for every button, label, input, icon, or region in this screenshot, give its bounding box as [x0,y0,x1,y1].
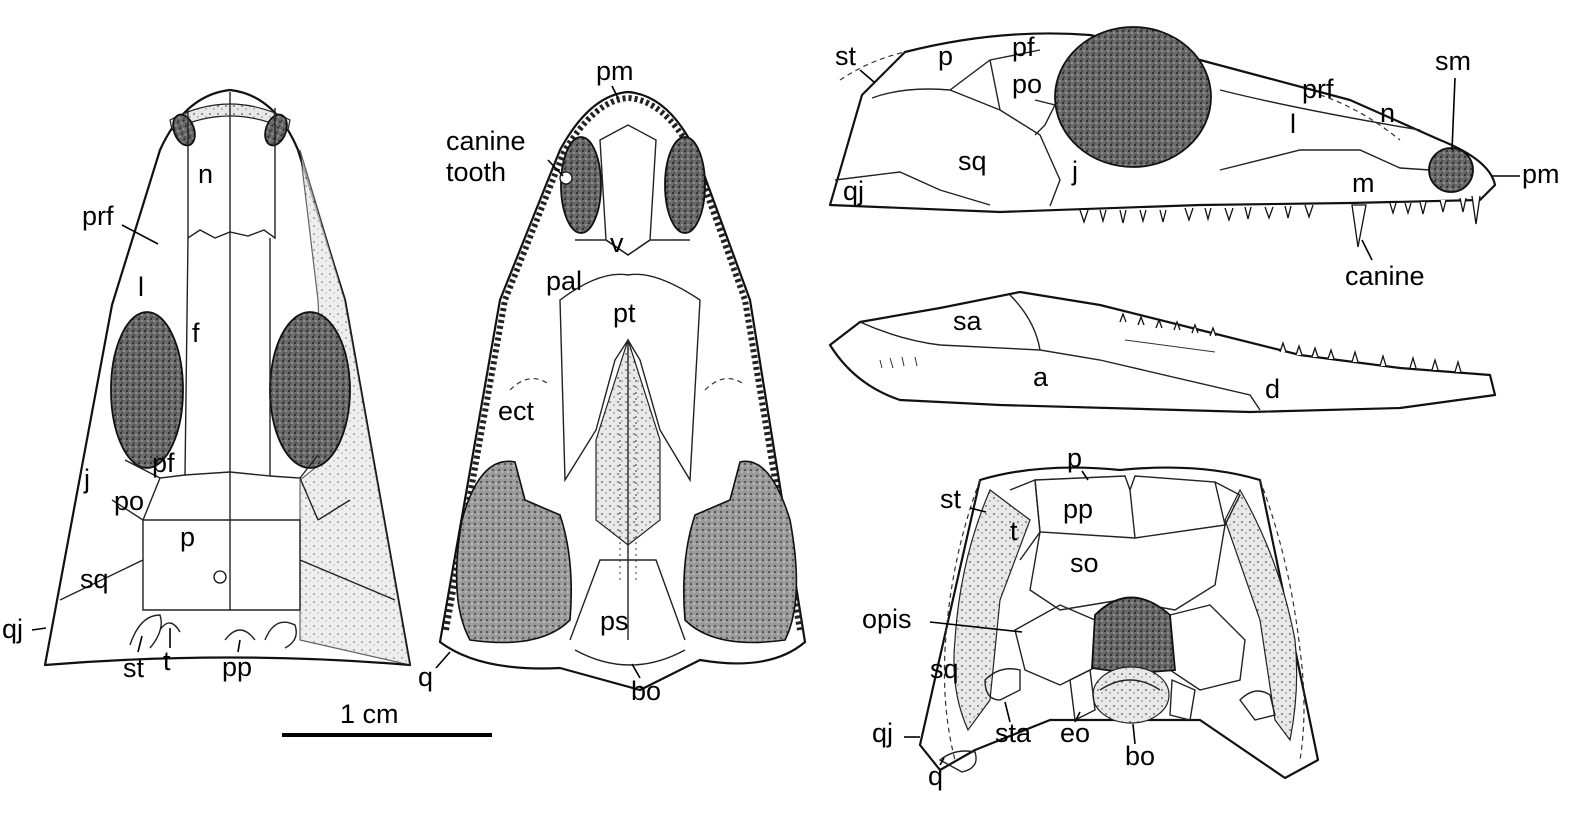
occipital-label-opis: opis [862,604,912,634]
occipital-label-pp: pp [1063,494,1093,524]
mandible-label-a: a [1033,362,1049,392]
lateral-label-canine: canine [1345,261,1425,291]
lateral-label-st: st [835,41,857,71]
occipital-label-sta: sta [995,718,1032,748]
ventral-label-ps: ps [600,606,629,636]
ventral-label-q: q [418,662,433,692]
occipital-label-t: t [1010,516,1018,546]
dorsal-label-sq: sq [80,564,109,594]
lateral-label-sm: sm [1435,46,1471,76]
lateral-label-po: po [1012,69,1042,99]
dorsal-label-l: l [138,272,144,302]
dorsal-label-pf: pf [152,448,175,478]
ventral-label-v: v [610,228,624,258]
occipital-label-st: st [940,484,962,514]
lateral-label-p: p [938,41,953,71]
lateral-view-drawing: st p pf po sq j qj prf n l m sm pm canin… [828,26,1560,291]
ventral-label-bo: bo [631,676,661,706]
lateral-teeth [1079,195,1481,248]
ventral-label-pm: pm [596,56,634,86]
dorsal-label-f: f [192,318,200,348]
lateral-label-pf: pf [1012,32,1035,62]
occipital-label-p: p [1067,443,1082,473]
dorsal-label-j: j [83,464,90,494]
mandible-label-sa: sa [953,306,983,336]
scale-bar-label: 1 cm [340,699,399,729]
lateral-label-sq: sq [958,146,987,176]
lateral-label-m: m [1352,168,1375,198]
dorsal-label-qj: qj [2,614,23,644]
occipital-label-bo: bo [1125,741,1155,771]
scale-bar: 1 cm [282,699,492,737]
dorsal-label-t: t [163,646,171,676]
ventral-label-ect: ect [498,396,535,426]
occipital-label-so: so [1070,548,1099,578]
dorsal-label-n: n [198,159,213,189]
dorsal-label-po: po [114,486,144,516]
mandible-label-d: d [1265,374,1280,404]
lateral-label-j: j [1071,156,1078,186]
dorsal-label-p: p [180,522,195,552]
occipital-label-sq: sq [930,654,959,684]
dorsal-label-prf: prf [82,201,114,231]
lateral-label-prf: prf [1302,74,1334,104]
occipital-label-qj: qj [872,718,893,748]
lateral-label-l: l [1290,109,1296,139]
ventral-label-pal: pal [546,266,582,296]
occipital-view-drawing: p st pp t so opis sq qj q sta eo bo [862,443,1320,791]
lateral-label-qj: qj [843,176,864,206]
occipital-label-eo: eo [1060,718,1090,748]
dorsal-label-st: st [123,653,145,683]
occipital-label-q: q [928,761,943,791]
dorsal-label-pp: pp [222,652,252,682]
dorsal-view-drawing: n prf l f j pf po p sq qj st t pp [2,88,412,683]
lateral-label-pm: pm [1522,159,1560,189]
lateral-label-n: n [1380,98,1395,128]
ventral-label-pt: pt [613,298,636,328]
mandible-view-drawing: sa a d [828,290,1497,414]
